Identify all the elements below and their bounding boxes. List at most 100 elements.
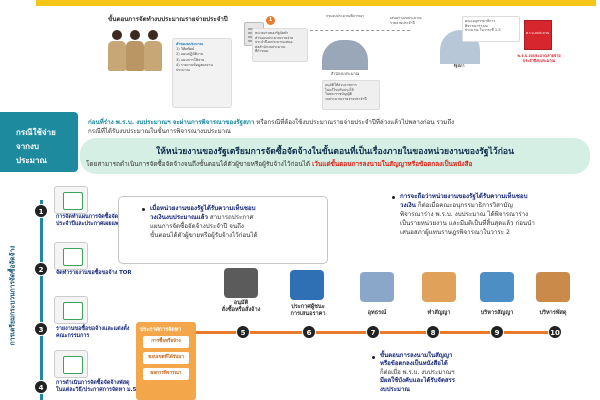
- timeline-label: ประกาศผู้ชนะ การเสนอราคา: [278, 304, 338, 318]
- section-tab-line: จากงบประมาณ: [16, 142, 47, 165]
- official-figure: [108, 30, 126, 72]
- callout-bold: วงเงิน: [400, 202, 416, 209]
- budget-request-heading: คำของบประมาณ: [176, 42, 203, 46]
- budget-request-line: 2) แผนปฏิบัติงาน: [176, 52, 204, 57]
- timeline-label: ทำสัญญา: [412, 310, 466, 317]
- subcommittee-line: คณะอนุกรรมาธิการ: [465, 19, 496, 23]
- bullet-dot: [142, 208, 145, 211]
- timeline-line: [238, 331, 560, 334]
- flow-step-line: รายงานขอซื้อขอจ้างและแต่งตั้ง: [56, 326, 130, 332]
- flow-step-text: จัดทำรายงานขอซื้อขอจ้าง TOR: [56, 270, 132, 277]
- timeline-label-line: ทำสัญญา: [427, 310, 451, 316]
- subcommittee-box: คณะอนุกรรมาธิการ พิจารณาร่างงบ ประมาณ ใน…: [462, 16, 520, 42]
- callout-text: ก็ต่อเมื่อคณะอนุกรรมาธิการวิสามัญ: [415, 202, 513, 209]
- committee-report-icon: [54, 296, 88, 324]
- contract-signing-icon: [422, 272, 456, 302]
- checklist-icon: [54, 186, 88, 214]
- parliament-label: รัฐสภา: [453, 63, 465, 68]
- approval-callout-text: เมื่อหน่วยงานของรัฐได้รับความเห็นชอบ วงเ…: [150, 204, 320, 240]
- flow-step-line: การจัดทำแผนการจัดซื้อจัดจ้าง: [56, 214, 127, 220]
- intro-rest: หรือกรณีที่ต้องใช้งบประมาณรายจ่ายประจำปี…: [254, 119, 455, 126]
- timeline-step-number: 5: [236, 325, 250, 339]
- intro-paragraph: ก่อนที่ร่าง พ.ร.บ. งบประมาณฯ จะผ่านการพิ…: [88, 118, 588, 136]
- flow-step-text: รายงานขอซื้อขอจ้างและแต่งตั้ง คณะกรรมการ: [56, 326, 129, 340]
- callout-text: แผนการจัดซื้อจัดจ้างประจำปี จนถึง: [150, 223, 244, 230]
- timeline-step-number: 7: [366, 325, 380, 339]
- procurement-announcement-heading: ประกาศการจัดหา: [140, 327, 182, 333]
- section-tab-line: กรณีใช้จ่าย: [16, 128, 56, 137]
- agency-request-box: หน่วยงานของรัฐจัดทำ คำของบประมาณรายจ่าย …: [252, 28, 308, 62]
- timeline-label-line: อุทธรณ์: [367, 310, 387, 316]
- callout-text: ก็ต่อเมื่อ พ.ร.บ. งบประมาณฯ: [380, 368, 455, 376]
- submit-draft-note: เสนอร่างงบประมาณ รายจ่ายประจำปี: [390, 16, 422, 25]
- callout-bold: เมื่อหน่วยงานของรัฐได้รับความเห็นชอบ: [150, 205, 256, 212]
- timeline-label-line: สั่งซื้อหรือสั่งจ้าง: [221, 307, 261, 313]
- procurement-icon: [54, 350, 88, 378]
- timeline-label: บริหารพัสดุ: [526, 310, 580, 317]
- subcommittee-line: พิจารณาร่างงบ: [465, 23, 488, 28]
- timeline-label: อุทธรณ์: [352, 310, 402, 317]
- approval-stamp-icon: [224, 268, 258, 298]
- timeline-label: อนุมัติ สั่งซื้อหรือสั่งจ้าง: [212, 300, 270, 314]
- agency-request-line: คำของบประมาณรายจ่าย: [255, 35, 294, 40]
- callout-bold: มีผลใช้บังคับและได้รับจัดสรร: [380, 377, 455, 385]
- flow-step-text: การดำเนินการจัดซื้อจัดจ้างพัสดุ ในแต่ละว…: [56, 380, 140, 394]
- flow-step-line: จัดทำรายงานขอซื้อขอจ้าง TOR: [56, 270, 132, 276]
- official-figure: [144, 30, 162, 72]
- callout-text: สามารถประกาศ: [207, 214, 254, 221]
- intro-line2: กรณีที่ได้รับงบประมาณในขั้นการพิจารณางบป…: [88, 128, 231, 135]
- budget-bureau-note: กรมงบประมาณพิจารณา: [326, 14, 364, 19]
- banner-sub-red: เว้นแต่ขั้นตอนการลงนามในสัญญาหรือข้อตกลง…: [312, 160, 473, 168]
- budget-bureau-label: สำนักงบประมาณ: [330, 71, 360, 76]
- budget-request-line: 1) วิสัยทัศน์: [176, 47, 195, 52]
- submit-draft-line: เสนอร่างงบประมาณ: [390, 16, 422, 20]
- budget-request-box: คำของบประมาณ 1) วิสัยทัศน์ 2) แผนปฏิบัติ…: [172, 38, 232, 108]
- banner-sub-normal: โดยสามารถดำเนินการจัดซื้อจัดจ้างจนถึงขั้…: [86, 160, 313, 168]
- timeline-label-line: บริหารสัญญา: [480, 310, 514, 316]
- key-message-banner: [80, 138, 590, 174]
- procurement-item: การซื้อหรือจ้าง: [143, 336, 189, 348]
- callout-text: ขั้นตอนได้ตัวผู้ขายหรือผู้รับจ้างไว้ก่อน…: [150, 232, 258, 239]
- timeline-label-line: อนุมัติ: [233, 300, 249, 306]
- timeline-step-number: 8: [426, 325, 440, 339]
- flow-step-number: 1: [34, 204, 48, 218]
- announcement-screen-icon: [290, 270, 324, 300]
- section-tab: กรณีใช้จ่าย จากงบประมาณ: [0, 112, 78, 172]
- callout-text: เสนอสภาผู้แทนราษฎรพิจารณาในวาระ 2: [400, 229, 510, 236]
- banner-sub-text: โดยสามารถดำเนินการจัดซื้อจัดจ้างจนถึงขั้…: [86, 159, 590, 169]
- callout-text: พิจารณาร่าง พ.ร.บ. งบประมาณ ได้พิจารณาร่…: [400, 211, 529, 218]
- report-icon: [54, 242, 88, 270]
- cabinet-approval-line: ในพระราชบัญญัติ: [325, 92, 352, 97]
- top-accent-bar: [36, 0, 596, 6]
- banner-main-text: ให้หน่วยงานของรัฐเตรียมการจัดซื้อจัดจ้าง…: [156, 147, 514, 157]
- process-title: ขั้นตอนการจัดทำงบประมาณรายจ่ายประจำปี: [108, 16, 228, 23]
- budget-act-book-text: พ.ร.บ.งบประมาณ: [526, 31, 550, 35]
- flow-step-number: 4: [34, 380, 48, 394]
- submit-draft-line: รายจ่ายประจำปี: [390, 20, 415, 25]
- budget-request-line: 3) แผนการใช้จ่าย: [176, 57, 205, 62]
- timeline-label-line: ประกาศผู้ชนะ: [291, 304, 325, 310]
- cabinet-approval-line: อนุมัติให้ส่วนราชการ: [325, 83, 357, 87]
- budget-act-caption-line: พ.ร.บ.งบประมาณรายจ่าย: [517, 53, 561, 58]
- cabinet-approval-box: อนุมัติให้ส่วนราชการ ไปแก้ไขปรับปรุงให้ …: [322, 80, 380, 110]
- contract-management-icon: [480, 272, 514, 302]
- cabinet-approval-line: งบประมาณรายจ่ายประจำปี: [325, 96, 367, 101]
- vertical-section-text: การเตรียมกระบวนการจัดซื้อจัดจ้าง: [8, 245, 17, 346]
- timeline-label-line: บริหารพัสดุ: [539, 310, 567, 316]
- bullet-dot: [392, 196, 395, 199]
- government-building-icon: [322, 40, 368, 70]
- flow-step-line: คณะกรรมการ: [56, 333, 90, 340]
- budget-request-line: 4) รายงานข้อมูลผลงาน: [176, 62, 213, 67]
- subcommittee-line: ประมาณ ในวาระที่ 1-3: [465, 28, 501, 33]
- appeal-icon: [360, 272, 394, 302]
- intro-lead: ก่อนที่ร่าง พ.ร.บ. งบประมาณฯ จะผ่านการพิ…: [88, 119, 255, 126]
- budget-request-line: ประมาณ: [176, 68, 190, 73]
- callout-bold: หรือข้อตกลงเป็นหนังสือได้: [380, 360, 448, 368]
- budget-act-book-icon: พ.ร.บ.งบประมาณ: [524, 20, 552, 50]
- flow-step-text: การจัดทำแผนการจัดซื้อจัดจ้าง ประจำปีและป…: [56, 214, 127, 228]
- cabinet-approval-line: ไปแก้ไขปรับปรุงให้: [325, 87, 354, 92]
- flow-step-line: ในแต่ละวิธี/ประกาศการจัดหา ม.56: [56, 387, 141, 394]
- callout-bold: วงเงินงบประมาณแล้ว: [150, 214, 208, 221]
- flow-step-number: 3: [34, 322, 48, 336]
- timeline-connector: [196, 331, 240, 334]
